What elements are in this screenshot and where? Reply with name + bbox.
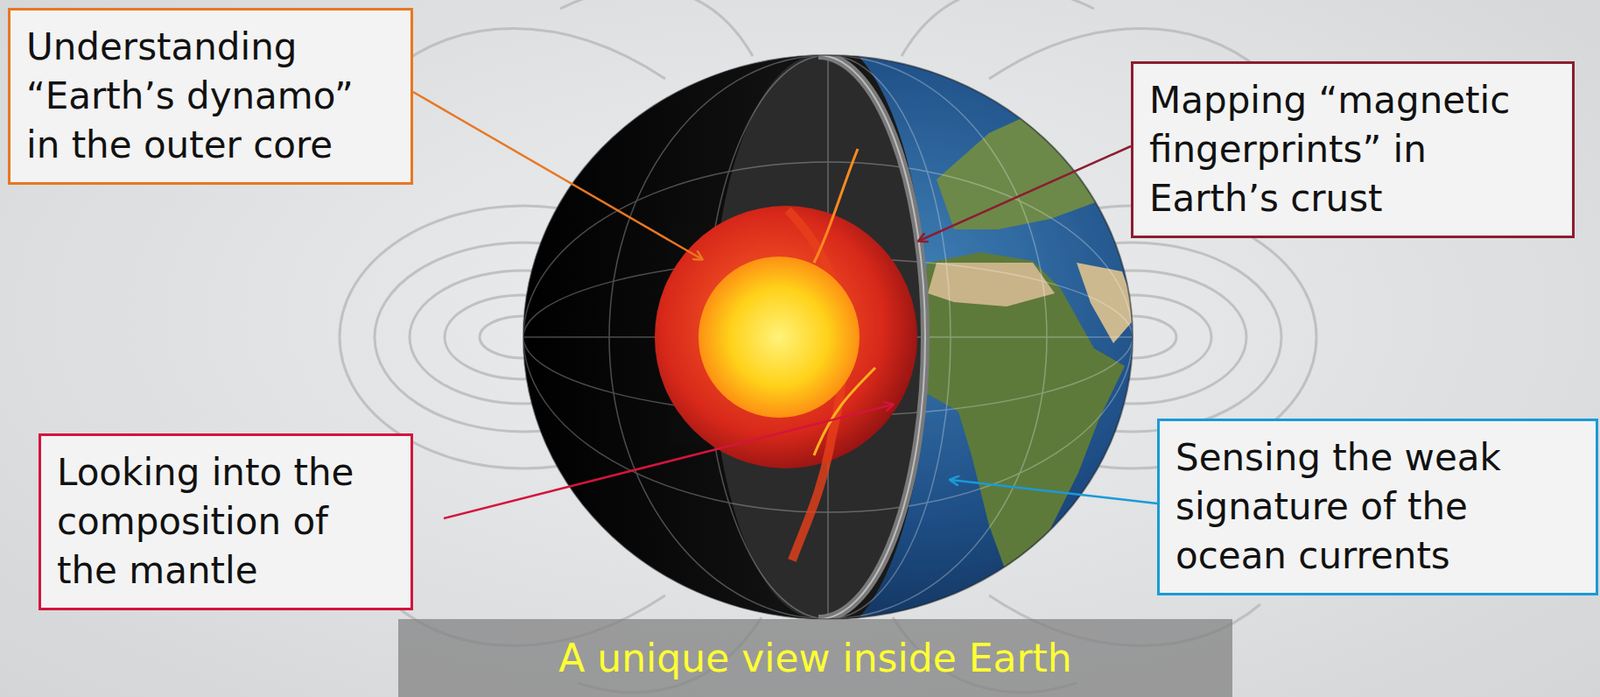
- callout-text: Mapping “magnetic fingerprints” in Earth…: [1149, 76, 1557, 224]
- leader-line: [950, 479, 1158, 504]
- leader-line: [413, 91, 702, 260]
- caption-band: A unique view inside Earth: [398, 618, 1233, 697]
- callout-text: Looking into the composition of the mant…: [56, 448, 395, 596]
- caption-text: A unique view inside Earth: [558, 635, 1073, 681]
- leader-line: [443, 404, 893, 519]
- callout-text: Sensing the weak signature of the ocean …: [1175, 433, 1580, 581]
- leader-line: [919, 146, 1131, 241]
- callout-box: Mapping “magnetic fingerprints” in Earth…: [1130, 61, 1575, 239]
- callout-text: Understanding “Earth’s dynamo” in the ou…: [26, 22, 395, 170]
- callout-box: Sensing the weak signature of the ocean …: [1157, 418, 1599, 596]
- callout-box: Understanding “Earth’s dynamo” in the ou…: [7, 7, 414, 185]
- callout-box: Looking into the composition of the mant…: [38, 433, 414, 611]
